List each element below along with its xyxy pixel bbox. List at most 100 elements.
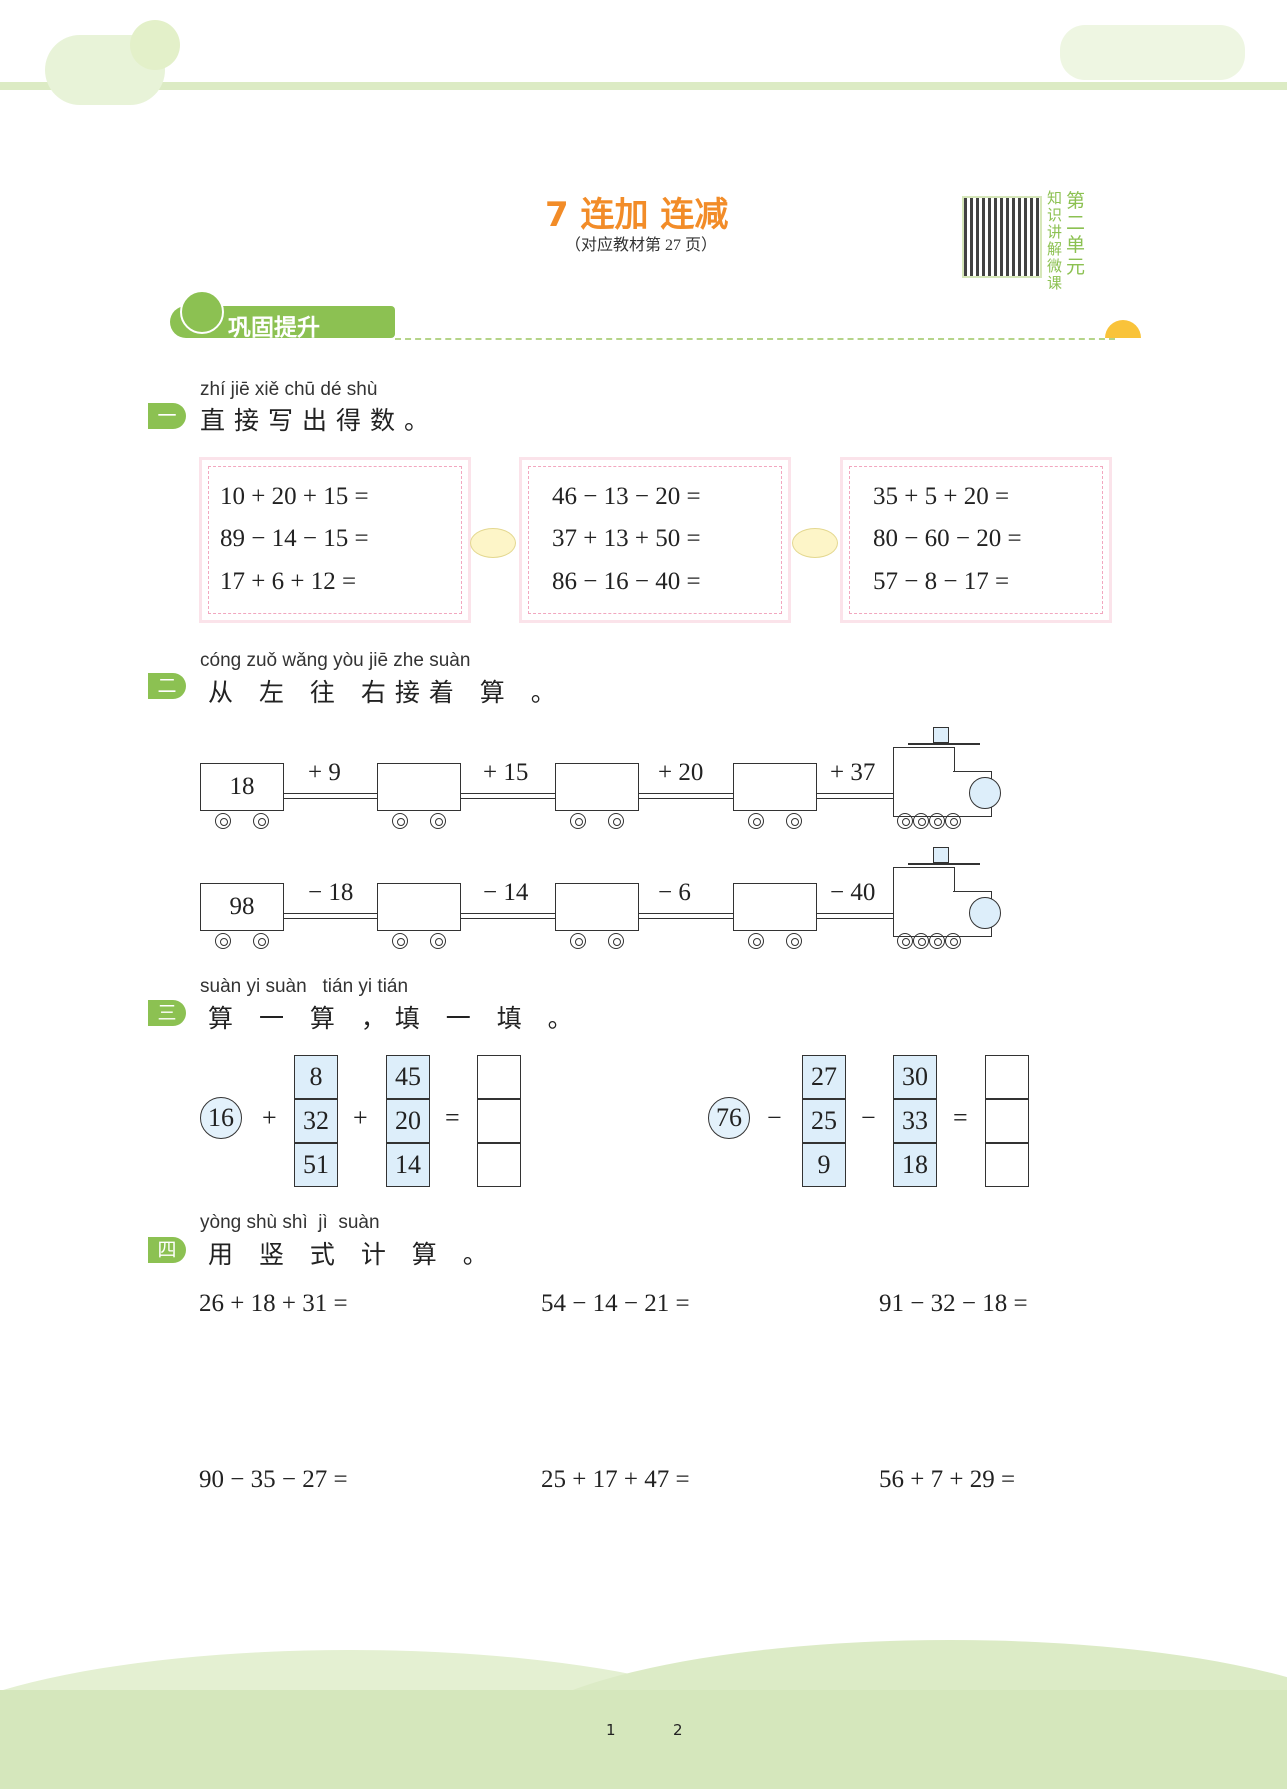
- vertical-calc-problem: 25 + 17 + 47 =: [541, 1466, 690, 1493]
- equals-sign: =: [953, 1103, 968, 1132]
- number-cell: 51: [294, 1143, 338, 1187]
- equals-sign: =: [445, 1103, 460, 1132]
- section-2-badge: 二: [148, 673, 186, 699]
- page-subtitle: （对应教材第 27 页）: [565, 237, 718, 254]
- coupling: [284, 793, 377, 799]
- banner-label: 巩固提升: [228, 315, 320, 341]
- train-operation: + 37: [830, 759, 876, 786]
- wheel-icon: [253, 813, 269, 829]
- section-1-pinyin: zhí jiē xiě chū dé shù: [200, 379, 378, 400]
- number-cell: 27: [802, 1055, 846, 1099]
- train-answer-car[interactable]: [733, 883, 817, 931]
- section-2-pinyin: cóng zuǒ wǎng yòu jiē zhe suàn: [200, 650, 471, 671]
- coupling: [639, 913, 733, 919]
- train-operation: − 18: [308, 879, 354, 906]
- wheel-icon: [570, 813, 586, 829]
- wheel-icon: [215, 813, 231, 829]
- section-2-heading: 从 左 往 右接着 算 。: [208, 678, 565, 707]
- whale-icon: [180, 290, 224, 334]
- wheel-icon: [392, 933, 408, 949]
- page-number-right: 2: [673, 1721, 683, 1739]
- problem-box-1: 10 + 20 + 15 = 89 − 14 − 15 = 17 + 6 + 1…: [199, 457, 471, 623]
- train-operation: + 20: [658, 759, 704, 786]
- train-answer-car[interactable]: [377, 883, 461, 931]
- footer-hills: [0, 1630, 1287, 1789]
- wheel-icon: [786, 813, 802, 829]
- number-cell: 30: [893, 1055, 937, 1099]
- page-title: 7 连加 连减: [545, 195, 729, 235]
- problem: 10 + 20 + 15 =: [220, 483, 369, 510]
- flower-connector-icon: [792, 528, 838, 558]
- train-operation: − 6: [658, 879, 691, 906]
- train-answer-car[interactable]: [377, 763, 461, 811]
- sun-icon: [130, 20, 180, 70]
- answer-box[interactable]: [477, 1099, 521, 1143]
- section-1-badge: 一: [148, 403, 186, 429]
- page-number-left: 1: [606, 1721, 616, 1739]
- qr-label-micro-lesson: 知识讲解微课: [1047, 189, 1063, 292]
- banner-divider: [395, 338, 1115, 340]
- wheel-icon: [430, 813, 446, 829]
- coupling: [284, 913, 377, 919]
- train-answer-car[interactable]: [555, 883, 639, 931]
- section-4-badge: 四: [148, 1237, 186, 1263]
- number-cell: 33: [893, 1099, 937, 1143]
- section-1-heading: 直接写出得数。: [200, 406, 439, 435]
- vertical-calc-problem: 26 + 18 + 31 =: [199, 1290, 348, 1317]
- answer-box[interactable]: [477, 1055, 521, 1099]
- wheel-icon: [253, 933, 269, 949]
- operator: −: [861, 1103, 876, 1132]
- train-operation: − 14: [483, 879, 529, 906]
- number-cell: 9: [802, 1143, 846, 1187]
- qr-code-icon: [962, 196, 1042, 278]
- wheel-icon: [608, 933, 624, 949]
- operator: +: [262, 1103, 277, 1132]
- start-number-circle: 76: [708, 1097, 750, 1139]
- start-number-circle: 16: [200, 1097, 242, 1139]
- answer-box[interactable]: [985, 1055, 1029, 1099]
- operator: +: [353, 1103, 368, 1132]
- flower-connector-icon: [470, 528, 516, 558]
- number-cell: 18: [893, 1143, 937, 1187]
- wheel-icon: [392, 813, 408, 829]
- problem: 89 − 14 − 15 =: [220, 525, 369, 552]
- problem: 86 − 16 − 40 =: [552, 568, 701, 595]
- problem: 80 − 60 − 20 =: [873, 525, 1022, 552]
- section-3-pinyin: suàn yi suàn tián yi tián: [200, 976, 409, 997]
- problem: 37 + 13 + 50 =: [552, 525, 701, 552]
- header-decoration: [0, 0, 1287, 114]
- problem: 35 + 5 + 20 =: [873, 483, 1010, 510]
- section-4-pinyin: yòng shù shì jì suàn: [200, 1212, 380, 1233]
- train-start-car: 18: [200, 763, 284, 811]
- answer-box[interactable]: [985, 1099, 1029, 1143]
- problem-box-3: 35 + 5 + 20 = 80 − 60 − 20 = 57 − 8 − 17…: [840, 457, 1112, 623]
- locomotive-icon: [893, 847, 1005, 949]
- answer-box[interactable]: [477, 1143, 521, 1187]
- wheel-icon: [786, 933, 802, 949]
- coupling: [817, 793, 893, 799]
- train-answer-car[interactable]: [733, 763, 817, 811]
- number-cell: 45: [386, 1055, 430, 1099]
- problem: 17 + 6 + 12 =: [220, 568, 357, 595]
- answer-box[interactable]: [985, 1143, 1029, 1187]
- train-operation: − 40: [830, 879, 876, 906]
- number-cell: 14: [386, 1143, 430, 1187]
- coupling: [639, 793, 733, 799]
- wheel-icon: [215, 933, 231, 949]
- coupling: [461, 913, 555, 919]
- sunset-icon: [1105, 320, 1141, 338]
- number-cell: 25: [802, 1099, 846, 1143]
- section-3-badge: 三: [148, 1000, 186, 1026]
- problem: 46 − 13 − 20 =: [552, 483, 701, 510]
- animals-icon: [1060, 25, 1245, 80]
- train-operation: + 9: [308, 759, 341, 786]
- qr-label-unit: 第二单元: [1066, 190, 1086, 278]
- wheel-icon: [748, 813, 764, 829]
- wheel-icon: [748, 933, 764, 949]
- train-start-car: 98: [200, 883, 284, 931]
- problem-box-2: 46 − 13 − 20 = 37 + 13 + 50 = 86 − 16 − …: [519, 457, 791, 623]
- vertical-calc-problem: 90 − 35 − 27 =: [199, 1466, 348, 1493]
- train-answer-car[interactable]: [555, 763, 639, 811]
- number-cell: 32: [294, 1099, 338, 1143]
